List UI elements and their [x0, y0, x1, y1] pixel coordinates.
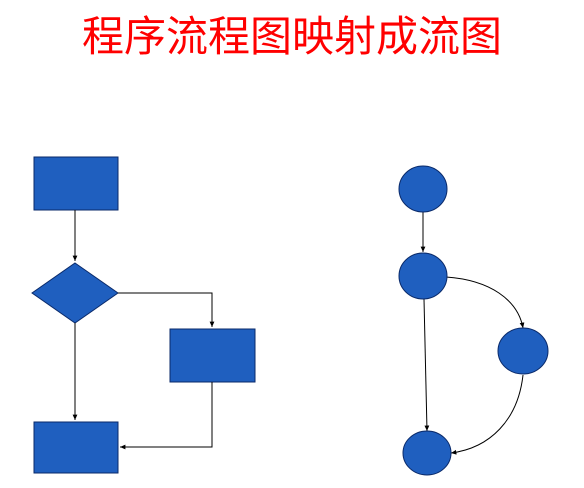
page-title: 程序流程图映射成流图 — [81, 12, 502, 61]
flowchart-arrow-diamond-to-right — [118, 292, 215, 327]
flowchart-process-box-bottom — [33, 421, 119, 474]
flowgraph-node-2 — [398, 252, 448, 300]
flowgraph-edge-2-to-4 — [423, 298, 430, 432]
flowchart-process-box-right — [169, 328, 256, 383]
program-flowchart — [31, 156, 256, 474]
flowchart-decision-diamond — [31, 262, 119, 324]
flowchart-arrow-right-to-bottom — [120, 382, 213, 450]
flowgraph-node-3 — [497, 327, 549, 375]
flowgraph-node-4 — [402, 430, 452, 476]
flowgraph-edge-3-to-4 — [450, 374, 524, 455]
flow-graph — [398, 165, 549, 476]
flowgraph-node-1 — [398, 165, 448, 213]
flowgraph-edge-2-to-3 — [445, 276, 525, 329]
flowchart-process-box-top — [33, 156, 119, 211]
